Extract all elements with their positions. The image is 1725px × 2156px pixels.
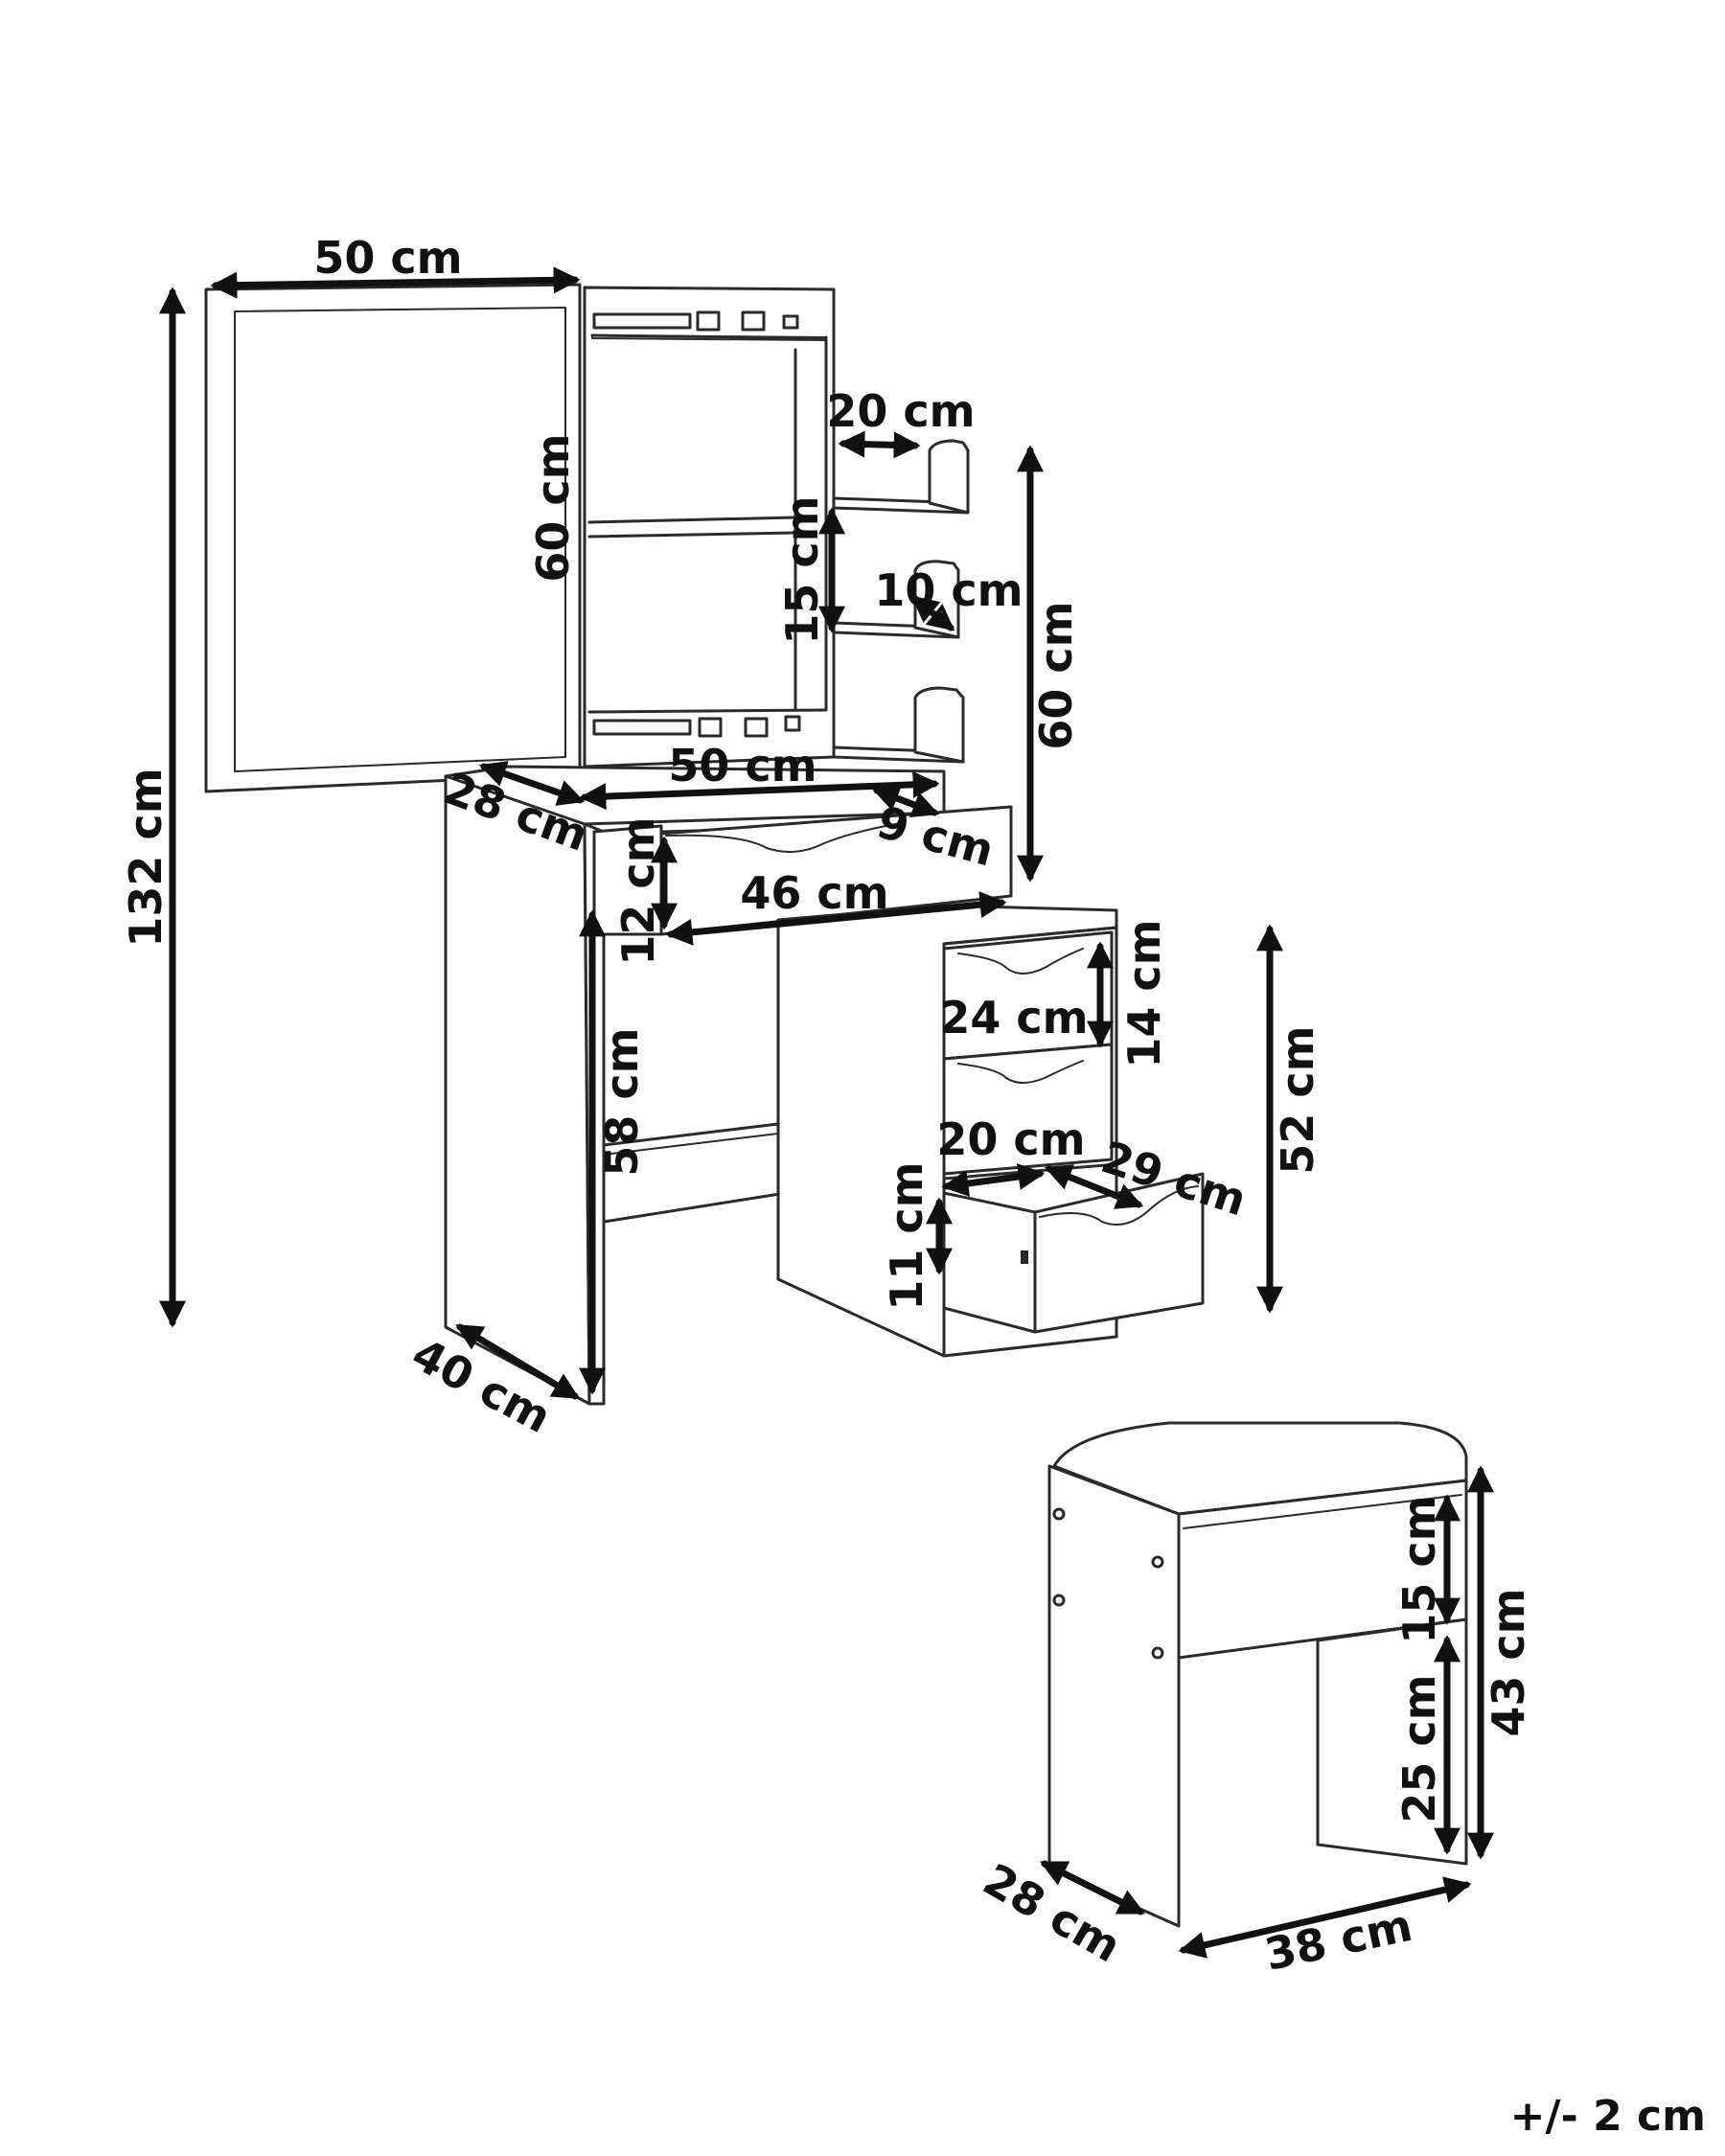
label-stool-height: 43 cm [1483, 1588, 1534, 1736]
arrow-lower-drawer-width [941, 1163, 1046, 1197]
arrow-drawer-depth [871, 785, 940, 818]
mirror-door [204, 283, 582, 793]
arrow-shelf-width [838, 430, 921, 459]
hinge-bottom [592, 715, 801, 738]
tolerance-note: +/- 2 cm [1509, 2092, 1706, 2141]
label-mirror-height: 60 cm [527, 433, 579, 582]
arrow-drawer-width [665, 891, 1007, 946]
label-total-height: 132 cm [120, 768, 172, 947]
arrow-mirror-width [210, 266, 581, 299]
label-stool-leg-height: 25 cm [1393, 1674, 1445, 1823]
arrow-lower-drawer-depth [1044, 1164, 1144, 1209]
stool [1047, 1421, 1468, 1928]
dimension-arrows [159, 266, 1494, 1959]
arrow-stool-width [1178, 1876, 1472, 1959]
label-stool-seat-height: 15 cm [1393, 1495, 1445, 1643]
label-drawer-width: 46 cm [740, 867, 888, 919]
arrow-stool-depth [1039, 1860, 1146, 1915]
label-shelf-spacing: 15 cm [776, 495, 828, 644]
label-drawer-height: 12 cm [612, 816, 664, 965]
label-legroom-height: 58 cm [596, 1027, 648, 1176]
label-lower-drawer-width: 20 cm [936, 1113, 1085, 1165]
label-small-drawer-height: 14 cm [1118, 919, 1170, 1067]
dimension-labels: 132 cm 50 cm 60 cm 20 cm 15 cm 10 cm 60 … [120, 232, 1534, 1981]
shelf-cabinet [583, 286, 970, 768]
label-mirror-width: 50 cm [313, 232, 462, 284]
drawer-cabinet [776, 904, 1205, 1358]
side-shelf-top [832, 439, 970, 515]
label-shelf-width: 20 cm [826, 385, 975, 437]
hinge-top [592, 310, 799, 332]
arrow-shelf-depth [910, 595, 955, 631]
label-cabinet-side-height: 52 cm [1272, 1025, 1323, 1174]
desk [444, 765, 1205, 1406]
arrow-desk-depth [455, 1323, 580, 1400]
label-lower-drawer-height: 11 cm [881, 1161, 932, 1310]
arrow-top-depth [478, 761, 586, 806]
label-cabinet-height: 60 cm [1030, 601, 1082, 749]
label-shelf-depth: 10 cm [874, 564, 1023, 616]
label-small-drawer-width: 24 cm [939, 992, 1088, 1044]
label-top-width: 50 cm [668, 740, 816, 791]
side-shelf-bottom [832, 686, 965, 764]
